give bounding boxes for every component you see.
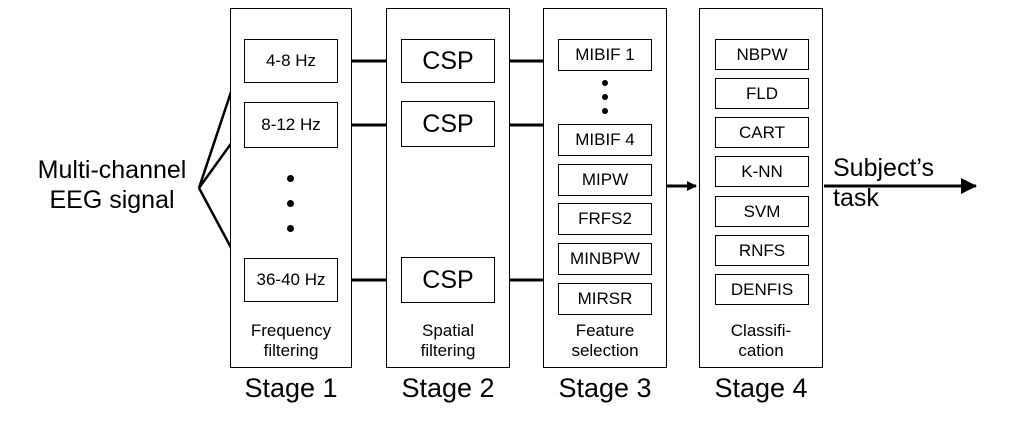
band-box-4-8: 4-8 Hz [244,39,338,83]
ellipsis-dot [602,80,608,86]
stage-2-label: Stage 2 [401,373,495,403]
stage-3-caption: Feature selection [571,321,639,360]
ellipsis-dot [287,175,294,182]
ellipsis-dot [602,108,608,114]
ellipsis-dot [287,200,294,207]
stage-2-caption: Spatial filtering [420,321,476,360]
input-label-line-2: EEG signal [49,186,175,214]
feature-box-mibif-4: MIBIF 4 [558,124,652,156]
csp-box-1: CSP [401,39,495,83]
feature-box-mipw: MIPW [558,164,652,196]
band-box-36-40: 36-40 Hz [244,258,338,302]
output-label-line-2: task [833,184,879,212]
feature-box-frfs2: FRFS2 [558,203,652,235]
stage-4-caption: Classifi- cation [730,321,792,360]
stage-1-label: Stage 1 [244,373,338,403]
feature-box-minbpw: MINBPW [558,243,652,275]
classifier-box-denfis: DENFIS [715,274,809,305]
ellipsis-dot [602,94,608,100]
classifier-box-nbpw: NBPW [715,39,809,70]
csp-box-3: CSP [401,257,495,303]
input-label: Multi-channel EEG signal [22,155,202,215]
band-box-8-12: 8-12 Hz [244,102,338,148]
classifier-box-svm: SVM [715,196,809,227]
ellipsis-dot [287,225,294,232]
classifier-box-cart: CART [715,117,809,148]
classifier-box-knn: K-NN [715,156,809,187]
classifier-box-fld: FLD [715,78,809,109]
feature-box-mirsr: MIRSR [558,283,652,315]
output-label-line-1: Subject’s [833,154,934,182]
stage-3-label: Stage 3 [558,373,652,403]
output-label: Subject’s task [833,153,934,213]
stage-4-label: Stage 4 [714,373,808,403]
stage-1-caption: Frequency filtering [250,321,332,360]
csp-box-2: CSP [401,101,495,147]
classifier-box-rnfs: RNFS [715,235,809,266]
input-label-line-1: Multi-channel [37,156,187,184]
feature-box-mibif-1: MIBIF 1 [558,39,652,71]
